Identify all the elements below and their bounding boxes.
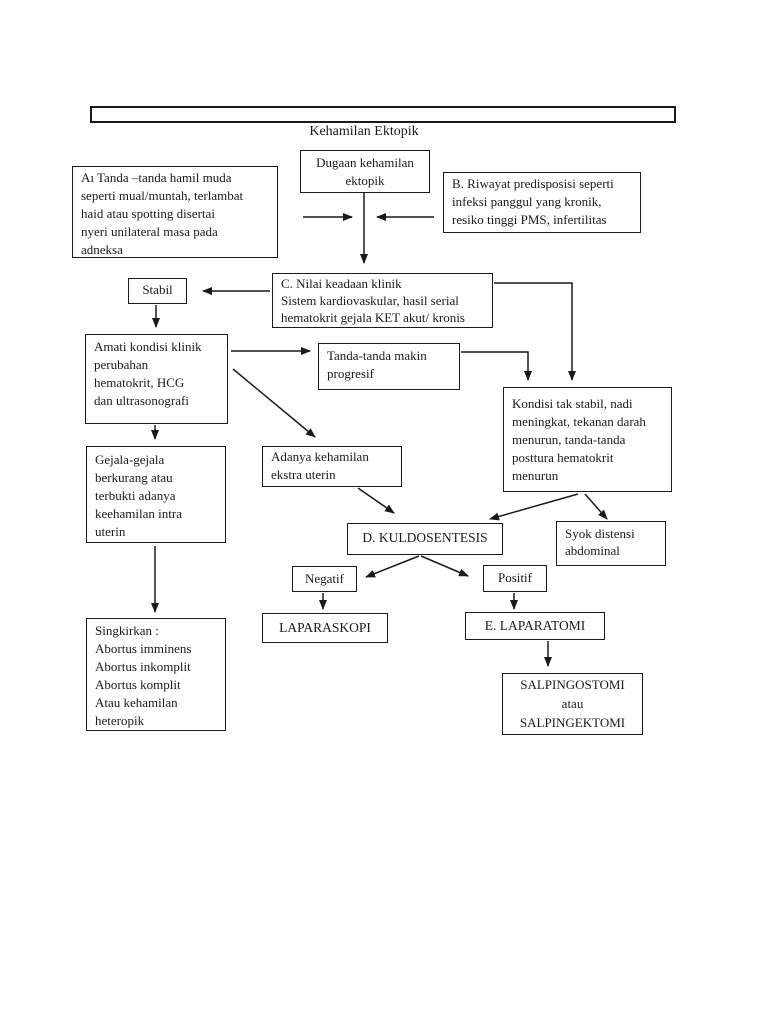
node-d-kuldosentesis: D. KULDOSENTESIS bbox=[347, 523, 503, 555]
node-negatif: Negatif bbox=[292, 566, 357, 592]
arrow-adanya-to-kuldo bbox=[357, 487, 395, 514]
page-title: Kehamilan Ektopik bbox=[309, 124, 419, 139]
node-tanda-tanda-makin-progresif: Tanda-tanda makin progresif bbox=[318, 343, 460, 390]
node-amati-kondisi-klinik: Amati kondisi klinik perubahan hematokri… bbox=[85, 334, 228, 424]
arrow-c-to-kondisi bbox=[494, 282, 576, 381]
node-kondisi-tak-stabil: Kondisi tak stabil, nadi meningkat, teka… bbox=[503, 387, 672, 492]
arrow-kondisi-to-syok bbox=[584, 493, 608, 520]
node-a-tanda-hamil-muda: Aı Tanda –tanda hamil muda seperti mual/… bbox=[72, 166, 278, 258]
node-adanya-kehamilan-ekstra-uterin: Adanya kehamilan ekstra uterin bbox=[262, 446, 402, 487]
arrow-kuldo-to-positif bbox=[420, 555, 469, 577]
arrow-kondisi-to-kuldo bbox=[489, 493, 579, 521]
node-positif: Positif bbox=[483, 565, 547, 592]
header-empty-box bbox=[90, 106, 676, 123]
node-gejala-berkurang: Gejala-gejala berkurang atau terbukti ad… bbox=[86, 446, 226, 543]
arrow-tanda-to-kondisi bbox=[461, 351, 532, 381]
node-stabil: Stabil bbox=[128, 278, 187, 304]
node-salpingostomi-salpingektomi: SALPINGOSTOMI atau SALPINGEKTOMI bbox=[502, 673, 643, 735]
arrow-kuldo-to-negatif bbox=[365, 555, 420, 578]
node-c-nilai-keadaan-klinik: C. Nilai keadaan klinik Sistem kardiovas… bbox=[272, 273, 493, 328]
node-laparaskopi: LAPARASKOPI bbox=[262, 613, 388, 643]
node-syok-distensi-abdominal: Syok distensi abdominal bbox=[556, 521, 666, 566]
node-e-laparatomi: E. LAPARATOMI bbox=[465, 612, 605, 640]
node-b-riwayat-predisposisi: B. Riwayat predisposisi seperti infeksi … bbox=[443, 172, 641, 233]
node-singkirkan-abortus: Singkirkan : Abortus imminens Abortus in… bbox=[86, 618, 226, 731]
arrow-amati-to-adanya bbox=[232, 368, 316, 438]
node-dugaan-kehamilan-ektopik: Dugaan kehamilan ektopik bbox=[300, 150, 430, 193]
